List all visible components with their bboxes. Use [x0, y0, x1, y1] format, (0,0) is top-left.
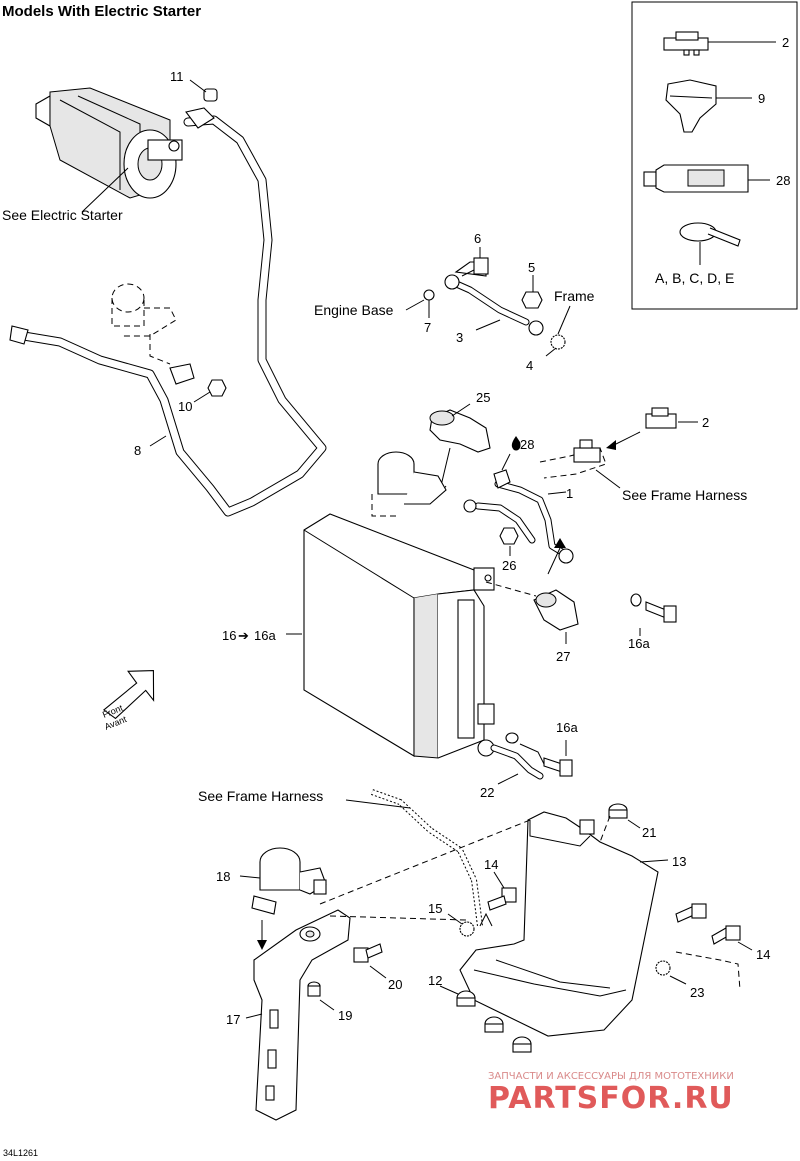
callout-22: 22: [480, 785, 494, 800]
callout-17: 17: [226, 1012, 240, 1027]
bolt-6-icon: [461, 257, 489, 277]
star-washer-4-icon: [550, 334, 566, 350]
engine-base-label: Engine Base: [314, 302, 394, 318]
battery-cable-22-icon: [477, 739, 545, 780]
see-frame-harness-label-2: See Frame Harness: [198, 788, 323, 804]
callout-14-left: 14: [484, 857, 498, 872]
callout-27: 27: [556, 649, 570, 664]
callout-25: 25: [476, 390, 490, 405]
solenoid-bracket-17-icon: [253, 909, 351, 1121]
callout-16a-lower: 16a: [556, 720, 578, 735]
bolt-16a-lower-icon: [543, 757, 573, 777]
callout-10: 10: [178, 399, 192, 414]
solenoid-ghost-left-icon: [111, 283, 177, 365]
solenoid-battery-icon: [371, 451, 447, 517]
callout-5: 5: [528, 260, 535, 275]
callout-16a-battery: 16a: [254, 628, 276, 643]
star-washer-23-icon: [655, 960, 671, 976]
callout-8: 8: [134, 443, 141, 458]
callout-19: 19: [338, 1008, 352, 1023]
bushing-19-icon: [307, 981, 321, 997]
electric-starter-icon: [35, 87, 183, 199]
fuse-2-icon-b: [645, 407, 677, 429]
boot-27-icon: [533, 589, 579, 631]
battery-cable-1-icon: [463, 469, 574, 564]
grease-drop-icon: [511, 436, 521, 451]
callout-16: 16: [222, 628, 236, 643]
legend-box: 2 9 28 A, B, C, D, E: [631, 1, 798, 310]
callout-20: 20: [388, 977, 402, 992]
bolt-16a-icon: [630, 593, 677, 623]
washer-7-icon: [423, 289, 435, 301]
arrow-16-to-16a: ➔: [238, 628, 249, 643]
callout-28-legend: 28: [776, 173, 790, 188]
cable-tie-codes: A, B, C, D, E: [655, 270, 734, 286]
callout-2-legend: 2: [782, 35, 789, 50]
callout-12: 12: [428, 973, 442, 988]
fuse-holder-2-icon: [539, 439, 607, 479]
callout-6: 6: [474, 231, 481, 246]
bolt-20-icon: [353, 943, 383, 963]
callout-14-right: 14: [756, 947, 770, 962]
bolts-14-right-icon: [675, 903, 741, 945]
callout-11: 11: [170, 69, 184, 84]
cable-tie-icon: [679, 222, 741, 247]
see-electric-starter-label: See Electric Starter: [2, 207, 123, 223]
callout-16a-right: 16a: [628, 636, 650, 651]
diagram-title: Models With Electric Starter: [2, 3, 201, 20]
callout-18: 18: [216, 869, 230, 884]
figure-code: 34L1261: [3, 1148, 38, 1158]
callout-13: 13: [672, 854, 686, 869]
watermark-tagline: ЗАПЧАСТИ И АКСЕССУАРЫ ДЛЯ МОТОТЕХНИКИ: [488, 1071, 734, 1082]
star-washer-15-icon: [459, 921, 475, 937]
grommets-12-icon: [456, 990, 532, 1053]
nut-26-icon: [499, 527, 519, 545]
washer-16a-icon: [505, 732, 519, 744]
see-frame-harness-label-1: See Frame Harness: [622, 487, 747, 503]
starter-cable-8-icon: [9, 107, 327, 517]
starter-solenoid-18-icon: [251, 847, 327, 915]
fuse-2-icon: [663, 31, 709, 56]
front-arrow-icon: Front Avant: [101, 670, 155, 732]
nut-5-icon: [521, 291, 543, 309]
callout-4: 4: [526, 358, 533, 373]
callout-26: 26: [502, 558, 516, 573]
callout-23: 23: [690, 985, 704, 1000]
callout-21: 21: [642, 825, 656, 840]
terminal-cap-11-icon: [203, 88, 218, 102]
callout-28: 28: [520, 437, 534, 452]
bushing-21-icon: [608, 803, 628, 819]
battery-16-icon: [303, 513, 495, 759]
callout-1: 1: [566, 486, 573, 501]
callout-7: 7: [424, 320, 431, 335]
callout-2: 2: [702, 415, 709, 430]
frame-label: Frame: [554, 288, 595, 304]
callout-9-legend: 9: [758, 91, 765, 106]
bolt-14-icon: [487, 887, 517, 911]
callout-3: 3: [456, 330, 463, 345]
nut-10-icon: [207, 379, 227, 397]
battery-tray-13-icon: [459, 811, 659, 1037]
clip-9-icon: [665, 79, 717, 133]
watermark-logo: PARTSFOR.RU: [488, 1081, 734, 1116]
boot-25-icon: [429, 409, 491, 453]
grease-tube-28-icon: [643, 164, 749, 193]
callout-15: 15: [428, 901, 442, 916]
